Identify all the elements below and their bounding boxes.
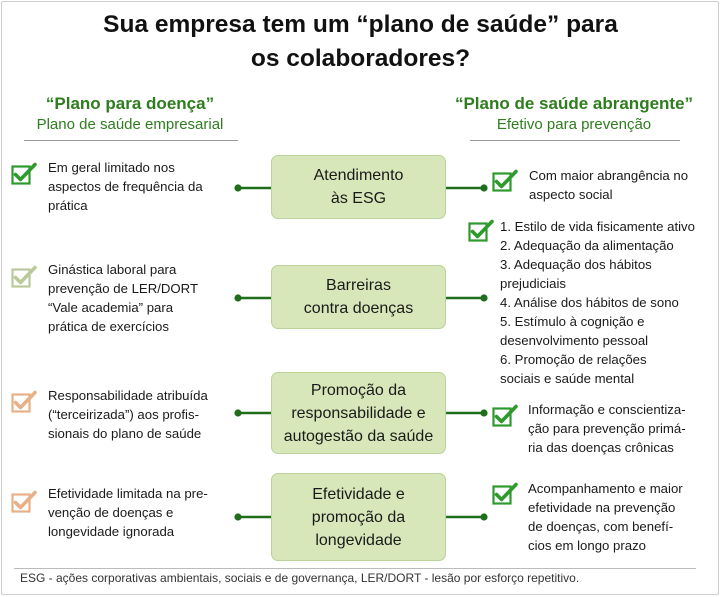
footer-note: ESG - ações corporativas ambientais, soc…: [20, 571, 580, 585]
left-column-header: “Plano para doença” Plano de saúde empre…: [14, 93, 246, 135]
right-header-divider: [470, 140, 680, 141]
right-item-abrangencia: Com maior abrangência no aspecto social: [529, 168, 689, 202]
center-box-label: Promoção da responsabilidade e autogestã…: [283, 381, 434, 445]
right-header-title: “Plano de saúde abrangente”: [454, 94, 694, 113]
check-icon: [11, 265, 37, 289]
check-icon: [492, 169, 518, 193]
check-icon: [11, 490, 37, 514]
diagram-title: Sua empresa tem um “plano de saúde” para…: [0, 8, 721, 76]
center-box-label: Barreiras contra doenças: [303, 277, 414, 317]
left-item-responsabilidade: Responsabilidade atribuída (“terceirizad…: [48, 388, 208, 441]
left-header-subtitle: Plano de saúde empresarial: [36, 116, 224, 133]
center-box-label: Efetividade e promoção da longevidade: [311, 485, 406, 549]
title-line-1: Sua empresa tem um “plano de saúde” para: [103, 11, 618, 38]
check-icon: [492, 404, 518, 428]
right-column-header: “Plano de saúde abrangente” Efetivo para…: [434, 93, 714, 135]
left-item-frequencia: Em geral limitado nos aspectos de frequê…: [48, 160, 203, 213]
right-item-acompanhamento: Acompanhamento e maior efetividade na pr…: [528, 481, 683, 553]
check-icon: [468, 219, 494, 243]
left-header-title: “Plano para doença”: [45, 94, 215, 113]
right-item-informacao: Informação e conscientiza- ção para prev…: [528, 402, 686, 455]
left-header-divider: [24, 140, 238, 141]
check-icon: [11, 162, 37, 186]
left-item-efetividade: Efetividade limitada na pre- venção de d…: [48, 486, 208, 539]
footer-divider: [14, 568, 696, 569]
center-box-efetividade: Efetividade e promoção da longevidade: [271, 473, 446, 561]
center-box-esg: Atendimento às ESG: [271, 155, 446, 219]
center-box-promocao: Promoção da responsabilidade e autogestã…: [271, 372, 446, 454]
center-box-barreiras: Barreiras contra doenças: [271, 265, 446, 329]
right-header-subtitle: Efetivo para prevenção: [496, 116, 652, 133]
right-item-list: 1. Estilo de vida fisicamente ativo 2. A…: [500, 219, 695, 386]
title-line-2: os colaboradores?: [250, 45, 471, 72]
center-box-label: Atendimento às ESG: [313, 167, 404, 207]
check-icon: [492, 482, 518, 506]
left-item-ginastica: Ginástica laboral para prevenção de LER/…: [48, 262, 199, 334]
check-icon: [11, 390, 37, 414]
